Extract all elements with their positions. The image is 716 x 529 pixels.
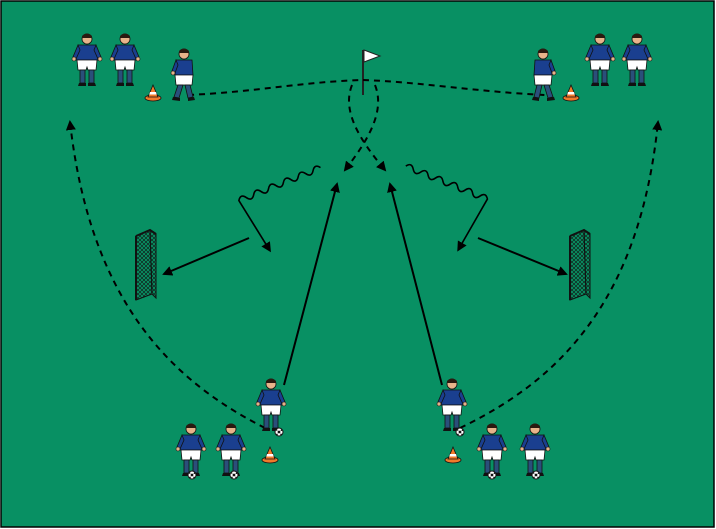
ball-bottom-right-striker [456, 428, 464, 436]
ball-bottom-left-2 [230, 471, 238, 479]
ball-bottom-left-1 [188, 471, 196, 479]
goal-left [136, 230, 156, 300]
ball-bottom-right-2 [532, 471, 540, 479]
ball-bottom-right-1 [488, 471, 496, 479]
goal-right [570, 230, 590, 300]
ball-bottom-left-striker [275, 428, 283, 436]
